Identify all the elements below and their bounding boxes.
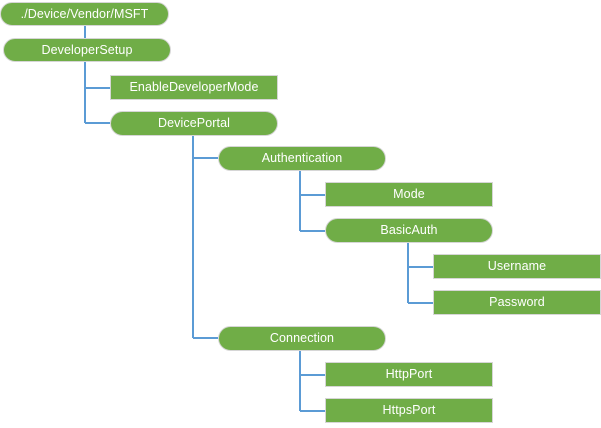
node-enabledevelopermode[interactable]: EnableDeveloperMode bbox=[110, 75, 278, 100]
node-mode[interactable]: Mode bbox=[325, 182, 493, 207]
node-username[interactable]: Username bbox=[433, 254, 601, 279]
node-authentication[interactable]: Authentication bbox=[218, 146, 386, 171]
node-connection[interactable]: Connection bbox=[218, 326, 386, 351]
node-root[interactable]: ./Device/Vendor/MSFT bbox=[0, 2, 169, 26]
node-httpport[interactable]: HttpPort bbox=[325, 362, 493, 387]
node-deviceportal[interactable]: DevicePortal bbox=[110, 111, 278, 136]
node-password[interactable]: Password bbox=[433, 290, 601, 315]
node-basicauth[interactable]: BasicAuth bbox=[325, 218, 493, 243]
node-developersetup[interactable]: DeveloperSetup bbox=[3, 38, 171, 62]
node-httpsport[interactable]: HttpsPort bbox=[325, 398, 493, 423]
